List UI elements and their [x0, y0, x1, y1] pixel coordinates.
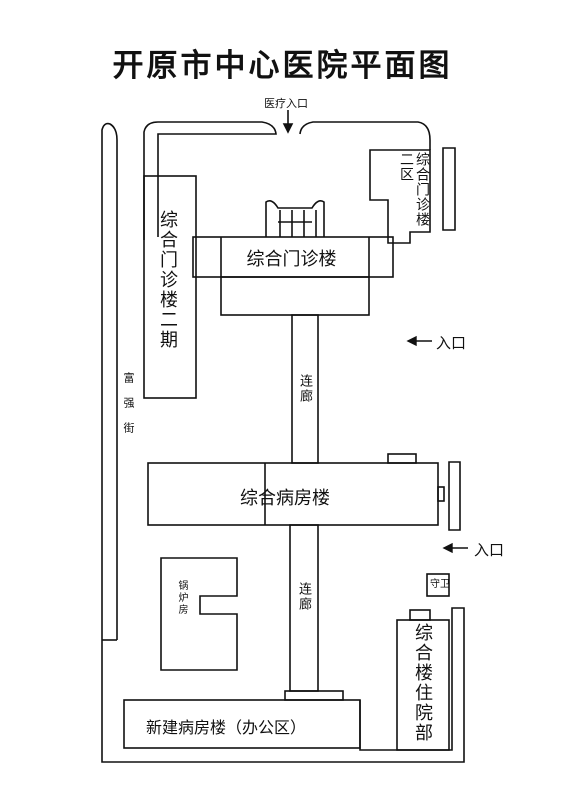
- inpatient-dept-label: 综合楼住院部: [412, 623, 433, 743]
- outpatient-main-label: 综合门诊楼: [246, 249, 337, 270]
- boiler-room-block: [160, 557, 238, 671]
- medical-entrance-label: 医疗入口: [264, 97, 308, 110]
- outpatient-main-lower: [220, 276, 370, 316]
- street-label: 富强街: [122, 372, 135, 447]
- east-entrance-upper-label: 入口: [436, 334, 467, 352]
- corridor-north-label: 连廊: [297, 374, 312, 404]
- east-wall-upper: [442, 147, 456, 231]
- arrow-east-upper: [406, 335, 432, 347]
- west-boundary-wall: [101, 122, 118, 640]
- east-entrance-lower-label: 入口: [474, 541, 505, 559]
- guard-label: 守卫: [430, 579, 450, 590]
- arrow-east-lower: [442, 542, 468, 554]
- outpatient-zone2-block: [369, 149, 431, 244]
- south-perimeter: [101, 607, 465, 763]
- entrance-canopy: [265, 200, 325, 237]
- north-wall-left: [143, 121, 277, 240]
- outpatient-phase2-block: [143, 175, 197, 399]
- page-title: 开原市中心医院平面图: [112, 48, 453, 84]
- ward-building-label: 综合病房楼: [240, 488, 330, 509]
- arrow-medical-entrance: [282, 110, 294, 134]
- boiler-room-label: 锅炉房: [176, 580, 187, 616]
- outpatient-zone2-text: 综合门诊楼二区: [398, 152, 430, 227]
- outpatient-phase2-label: 综合门诊楼二期: [157, 210, 178, 350]
- guard-block: [426, 573, 450, 597]
- corridor-south-label: 连廊: [296, 582, 311, 612]
- north-wall-right: [299, 121, 431, 150]
- east-wall-middle: [448, 461, 461, 531]
- outpatient-zone2-label: 综合门诊楼二区: [386, 152, 430, 236]
- new-ward-label: 新建病房楼（办公区）: [146, 718, 307, 737]
